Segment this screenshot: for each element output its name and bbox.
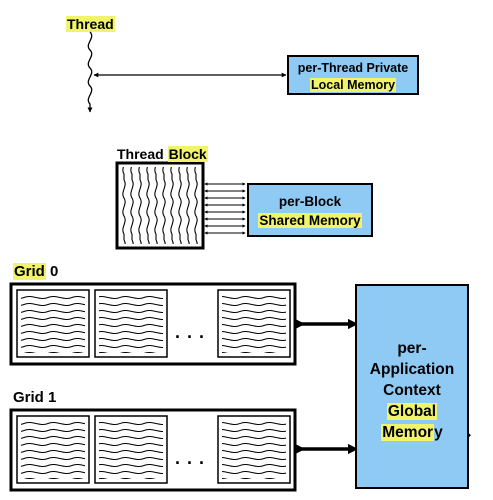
grid0-box xyxy=(9,282,297,366)
thread-label: Thread xyxy=(66,16,115,32)
shared-memory-line1: per-Block xyxy=(278,194,342,209)
thread-wavy-line xyxy=(87,31,93,113)
global-memory-line4: Global xyxy=(386,403,438,420)
local-memory-box: per-Thread Private Local Memory xyxy=(287,55,419,95)
grid1-block-3 xyxy=(217,415,291,484)
global-memory-line2: Application xyxy=(369,361,455,378)
thread-block-label-part2: Block xyxy=(167,146,208,162)
thread-block-label-part1: Thread xyxy=(117,146,168,162)
grid0-block-1 xyxy=(16,289,90,358)
grid0-label-part1: Grid xyxy=(13,263,46,280)
grid0-ellipsis: . . . xyxy=(175,322,206,342)
grid1-label: Grid 1 xyxy=(13,389,57,406)
grid0-block-3 xyxy=(217,289,291,358)
grid0-label-part2: 0 xyxy=(45,263,59,280)
local-memory-line1: per-Thread Private xyxy=(297,61,409,75)
grid1-ellipsis: . . . xyxy=(175,448,206,468)
grid0-label: Grid 0 xyxy=(13,263,58,280)
shared-memory-line2: Shared Memory xyxy=(258,213,362,228)
global-memory-box: per- Application Context Global Memory xyxy=(355,284,469,489)
global-memory-line3: Context xyxy=(383,382,441,399)
global-memory-line5-part1: Memor xyxy=(381,424,435,441)
block-to-shared-arrows xyxy=(204,182,246,235)
local-memory-line2: Local Memory xyxy=(309,78,397,92)
shared-memory-box: per-Block Shared Memory xyxy=(247,183,373,237)
grid1-block-1 xyxy=(16,415,90,484)
thread-block-box xyxy=(115,161,205,250)
grid1-box xyxy=(9,408,297,492)
grid0-block-2 xyxy=(94,289,168,358)
global-memory-line1: per- xyxy=(397,340,427,357)
grid1-block-2 xyxy=(94,415,168,484)
global-memory-line5-part2: y xyxy=(434,424,443,441)
thread-block-label: Thread Block xyxy=(117,146,208,162)
